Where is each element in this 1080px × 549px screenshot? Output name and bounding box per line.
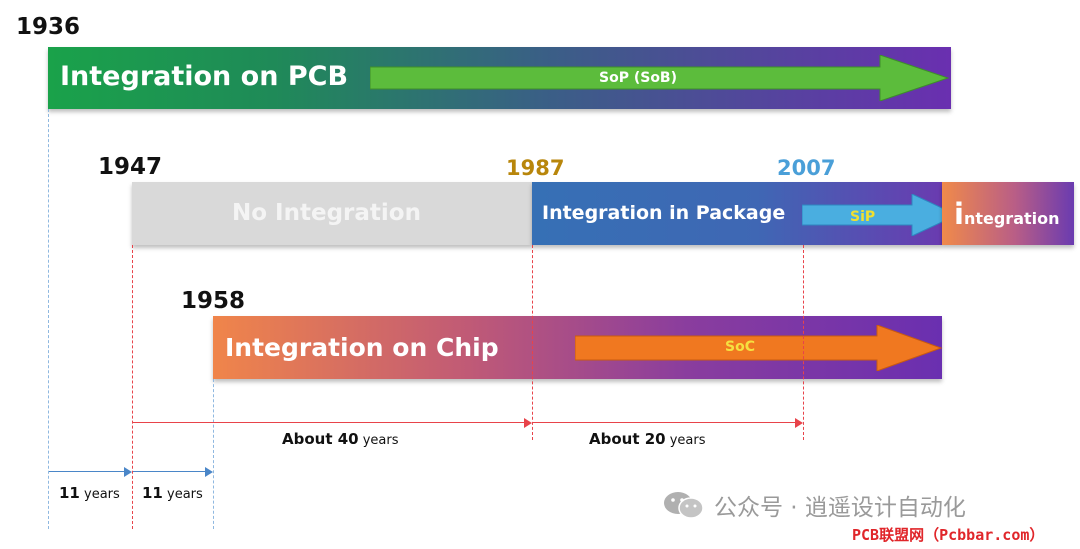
year-2007: 2007: [777, 156, 836, 180]
chip-bar-label: Integration on Chip: [225, 333, 499, 362]
wechat-watermark-text: 公众号 · 逍遥设计自动化: [714, 495, 966, 521]
guide-1936: [48, 109, 49, 529]
i-integration-initial: i: [954, 197, 964, 231]
span-20-label: About 20 years: [589, 430, 706, 448]
span-20-unit: years: [665, 433, 706, 448]
package-bar: Integration in Package SiP: [532, 182, 959, 245]
i-integration-label: integration: [954, 197, 1060, 231]
sop-arrow-label: SoP (SoB): [599, 70, 678, 86]
i-integration-bar: integration: [942, 182, 1074, 245]
span-40-arrowhead: [524, 418, 532, 428]
guide-1987: [532, 245, 533, 440]
year-1987: 1987: [506, 156, 565, 180]
year-1936: 1936: [16, 14, 81, 40]
sip-arrow-label: SiP: [850, 209, 876, 225]
pcb-bar-label: Integration on PCB: [60, 61, 349, 92]
span-11b-line: [133, 471, 206, 472]
span-40-label: About 40 years: [282, 430, 399, 448]
span-11b-label: 11 years: [142, 484, 203, 502]
span-20-line: [533, 422, 796, 423]
guide-1958: [213, 379, 214, 529]
chip-bar: Integration on Chip SoC: [213, 316, 943, 379]
span-11b-unit: years: [162, 487, 203, 502]
span-11a-unit: years: [79, 487, 120, 502]
i-integration-rest: ntegration: [963, 209, 1060, 228]
year-1947: 1947: [98, 154, 163, 180]
no-integration-label: No Integration: [232, 200, 421, 226]
guide-1947: [132, 245, 133, 529]
span-20-arrowhead: [795, 418, 803, 428]
span-11a-arrowhead: [124, 467, 132, 477]
soc-arrow: [575, 325, 943, 371]
span-11b-number: 11: [142, 484, 163, 502]
span-40-unit: years: [358, 433, 399, 448]
pcb-bar: Integration on PCB SoP (SoB): [48, 47, 951, 109]
site-watermark: PCB联盟网（Pcbbar.com）: [852, 526, 1045, 544]
wechat-icon: [662, 490, 706, 520]
soc-arrow-label: SoC: [725, 339, 755, 355]
span-40-number: About 40: [282, 430, 359, 448]
span-40-line: [133, 422, 525, 423]
span-11a-label: 11 years: [59, 484, 120, 502]
package-bar-label: Integration in Package: [542, 202, 786, 224]
no-integration-bar: No Integration: [132, 182, 532, 245]
sop-arrow: [370, 55, 950, 101]
sip-arrow: [802, 194, 959, 236]
span-20-number: About 20: [589, 430, 666, 448]
span-11a-line: [49, 471, 125, 472]
year-1958: 1958: [181, 288, 246, 314]
span-11a-number: 11: [59, 484, 80, 502]
wechat-watermark: 公众号 · 逍遥设计自动化: [662, 488, 966, 522]
guide-2007: [803, 245, 804, 440]
span-11b-arrowhead: [205, 467, 213, 477]
